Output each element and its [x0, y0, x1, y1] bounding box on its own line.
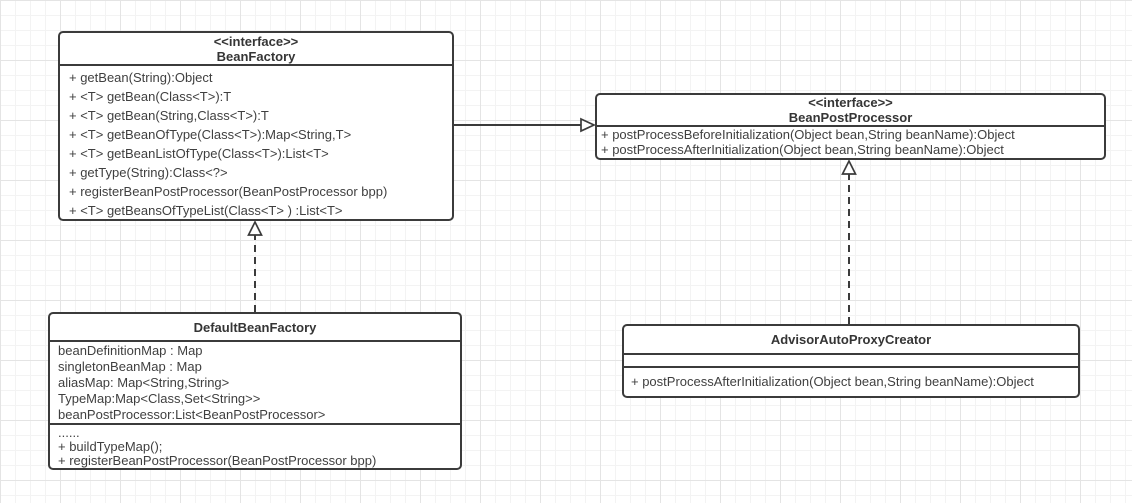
realization-arrow-advisorautoproxycreator-to-beanpostprocessor[interactable] — [839, 159, 859, 325]
method-item: + postProcessAfterInitialization(Object … — [631, 374, 1034, 389]
stereotype-label: <<interface>> — [808, 95, 893, 110]
method-item: + postProcessBeforeInitialization(Object… — [601, 127, 1015, 142]
method-item: + postProcessAfterInitialization(Object … — [601, 142, 1004, 157]
attribute-item: singletonBeanMap : Map — [58, 359, 202, 374]
methods-section: + getBean(String):Object + <T> getBean(C… — [60, 66, 452, 219]
class-header-defaultbeanfactory: DefaultBeanFactory — [50, 314, 460, 342]
attribute-item: beanPostProcessor:List<BeanPostProcessor… — [58, 407, 326, 422]
class-header-advisorautoproxycreator: AdvisorAutoProxyCreator — [624, 326, 1078, 355]
class-box-beanpostprocessor[interactable]: <<interface>> BeanPostProcessor + postPr… — [595, 93, 1106, 160]
realization-arrow-defaultbeanfactory-to-beanfactory[interactable] — [245, 220, 265, 313]
methods-section: + postProcessBeforeInitialization(Object… — [597, 127, 1104, 158]
methods-section: + postProcessAfterInitialization(Object … — [624, 368, 1078, 396]
class-name: AdvisorAutoProxyCreator — [770, 332, 932, 347]
method-item: + <T> getBean(String,Class<T>):T — [69, 108, 269, 123]
method-item: + <T> getBeansOfTypeList(Class<T> ) :Lis… — [69, 203, 343, 218]
method-item: + buildTypeMap(); — [58, 439, 163, 454]
attributes-section: beanDefinitionMap : Map singletonBeanMap… — [50, 342, 460, 425]
method-item: ...... — [58, 425, 80, 440]
class-box-defaultbeanfactory[interactable]: DefaultBeanFactory beanDefinitionMap : M… — [48, 312, 462, 470]
attribute-item: aliasMap: Map<String,String> — [58, 375, 230, 390]
class-name: BeanPostProcessor — [788, 110, 913, 125]
method-item: + registerBeanPostProcessor(BeanPostProc… — [69, 184, 388, 199]
method-item: + <T> getBeanListOfType(Class<T>):List<T… — [69, 146, 329, 161]
class-header-beanfactory: <<interface>> BeanFactory — [60, 33, 452, 66]
method-item: + getType(String):Class<?> — [69, 165, 228, 180]
method-item: + registerBeanPostProcessor(BeanPostProc… — [58, 453, 377, 468]
method-item: + <T> getBeanOfType(Class<T>):Map<String… — [69, 127, 352, 142]
attribute-item: TypeMap:Map<Class,Set<String>> — [58, 391, 261, 406]
class-name: DefaultBeanFactory — [193, 319, 317, 335]
class-box-advisorautoproxycreator[interactable]: AdvisorAutoProxyCreator + postProcessAft… — [622, 324, 1080, 398]
method-item: + getBean(String):Object — [69, 70, 213, 85]
generalization-arrow-beanfactory-to-beanpostprocessor[interactable] — [454, 115, 597, 135]
class-header-beanpostprocessor: <<interface>> BeanPostProcessor — [597, 95, 1104, 127]
attributes-section-empty — [624, 355, 1078, 368]
attribute-item: beanDefinitionMap : Map — [58, 343, 203, 358]
method-item: + <T> getBean(Class<T>):T — [69, 89, 232, 104]
class-name: BeanFactory — [216, 48, 296, 64]
methods-section: ...... + buildTypeMap(); + registerBeanP… — [50, 425, 460, 468]
stereotype-label: <<interface>> — [213, 33, 299, 49]
class-box-beanfactory[interactable]: <<interface>> BeanFactory + getBean(Stri… — [58, 31, 454, 221]
